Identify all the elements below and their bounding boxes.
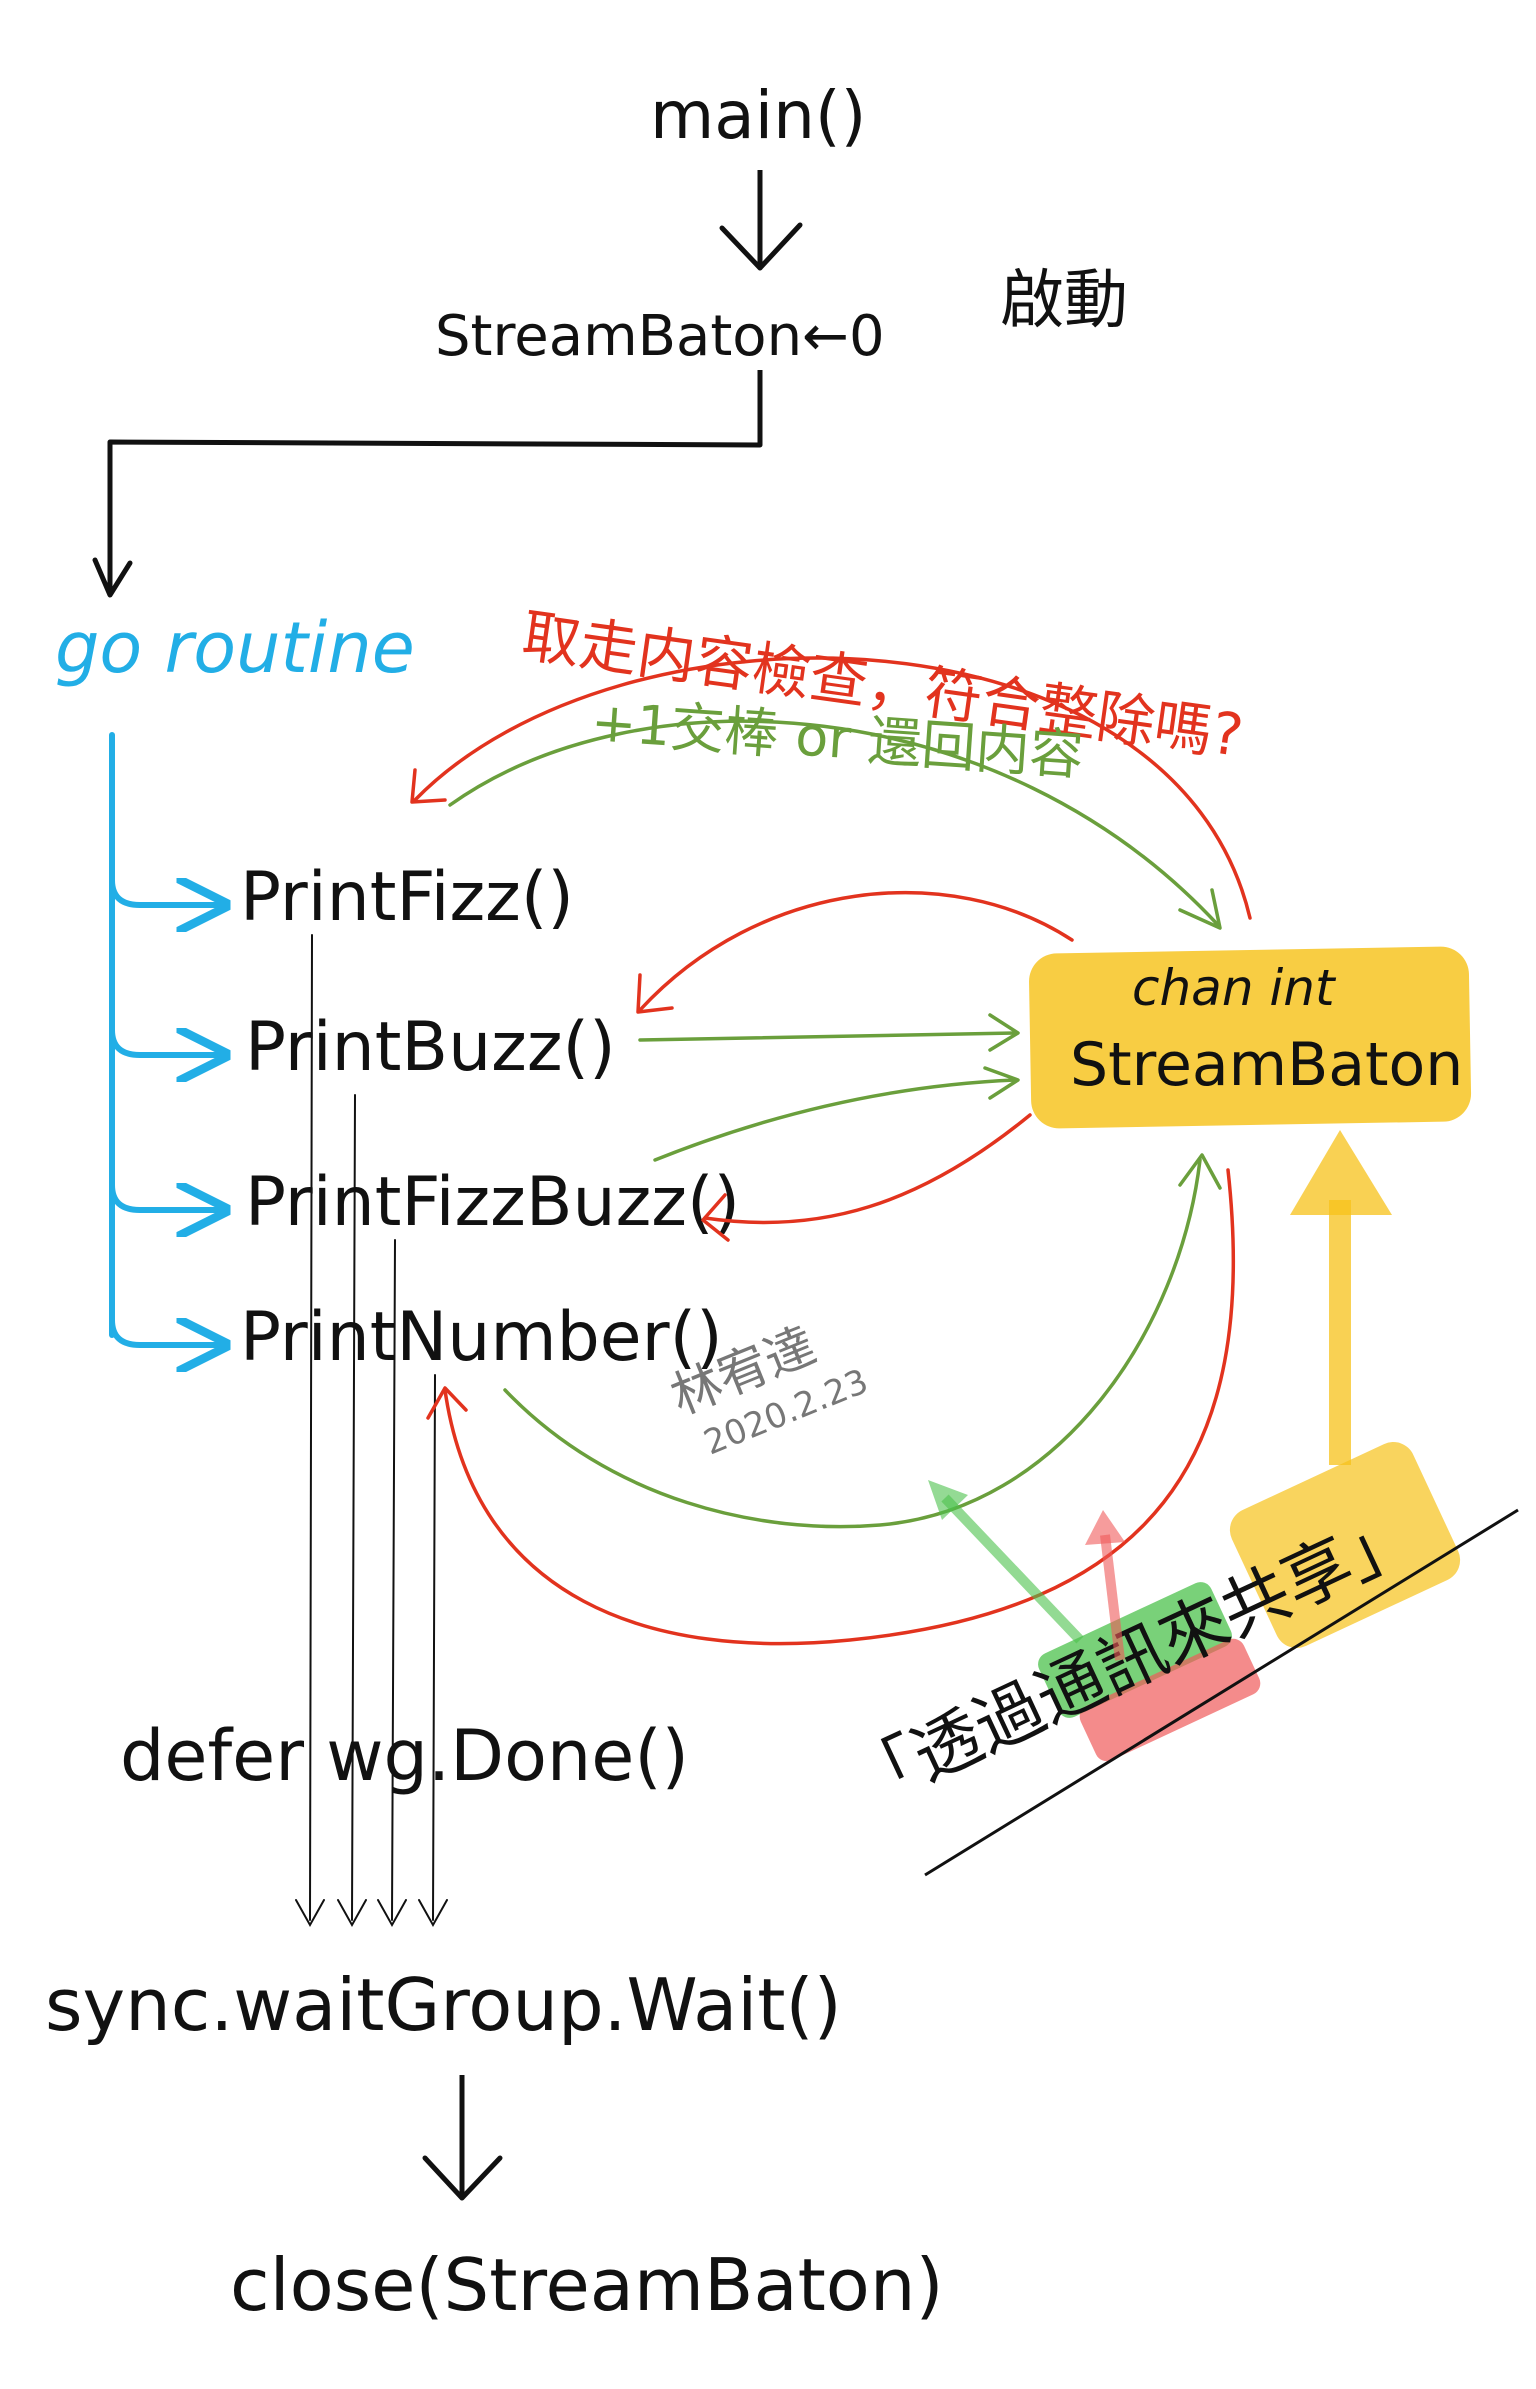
share-underline xyxy=(924,1508,1519,1877)
print-fizz-label: PrintFizz() xyxy=(240,858,574,937)
goroutine-label: go routine xyxy=(55,607,415,689)
start-label: 啟動 xyxy=(1000,264,1128,338)
share-highlight-red xyxy=(1079,1638,1261,1762)
share-arrow-yellow xyxy=(1290,1130,1392,1465)
goroutine-branch-number xyxy=(109,1320,225,1345)
share-annotation: 「透過通訊來共享」 xyxy=(839,1495,1427,1825)
wait-down-arrowhead xyxy=(422,2155,503,2201)
goroutine-branch-fizz xyxy=(109,880,225,905)
share-highlight-green xyxy=(1038,1582,1232,1718)
main-label: main() xyxy=(650,77,866,154)
share-arrow-green xyxy=(928,1480,1084,1644)
main-down-arrowhead xyxy=(719,222,803,271)
goroutine-branch-fizzbuzz xyxy=(109,1185,225,1210)
share-arrow-red xyxy=(1085,1510,1125,1661)
channel-name-label: StreamBaton xyxy=(1070,1030,1463,1100)
take-arrows-red xyxy=(410,656,1252,1646)
wait-label: sync.waitGroup.Wait() xyxy=(45,1963,842,2047)
channel-type-label: chan int xyxy=(1132,959,1337,1017)
print-number-label: PrintNumber() xyxy=(240,1298,723,1377)
return-arrows-green xyxy=(448,719,1222,1529)
done-lines xyxy=(295,934,448,1928)
defer-label: defer wg.Done() xyxy=(120,1715,689,1797)
close-label: close(StreamBaton) xyxy=(230,2243,944,2327)
baton-to-goroutine-line xyxy=(107,370,763,590)
channel-highlight xyxy=(1029,946,1472,1129)
print-buzz-label: PrintBuzz() xyxy=(245,1008,616,1087)
print-fizzbuzz-label: PrintFizzBuzz() xyxy=(245,1163,740,1242)
share-highlight-yellow xyxy=(1229,1442,1461,1648)
baton-init-label: StreamBaton←0 xyxy=(435,304,885,369)
baton-to-goroutine-arrowhead xyxy=(92,557,133,598)
goroutine-branch-buzz xyxy=(109,1030,225,1055)
